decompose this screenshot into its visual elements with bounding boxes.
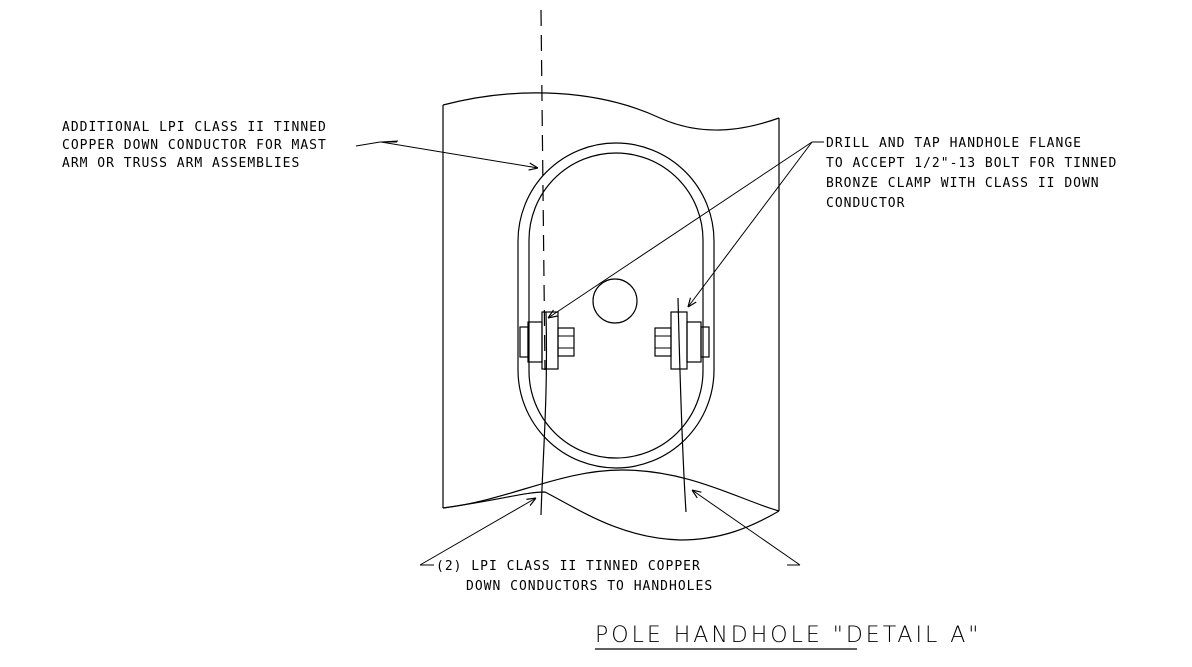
callout-drill-and-tap: DRILL AND TAP HANDHOLE FLANGE TO ACCEPT … [826, 136, 1117, 211]
leader-drill-left [548, 141, 813, 318]
callout-line: (2) LPI CLASS II TINNED COPPER [436, 559, 701, 574]
leader-top-left-tick [355, 141, 397, 147]
right-down-conductor [677, 297, 687, 513]
callout-line: DOWN CONDUCTORS TO HANDHOLES [466, 579, 713, 594]
left-nut [557, 327, 575, 357]
right-bolt-head [700, 326, 710, 358]
leader-drill-right [688, 141, 813, 307]
left-clamp-bolt [519, 311, 575, 370]
leader-additional-conductor [380, 141, 538, 168]
center-hole [592, 278, 638, 324]
left-down-conductor [540, 311, 548, 516]
leaders [355, 140, 824, 566]
callout-down-conductors: (2) LPI CLASS II TINNED COPPER DOWN COND… [436, 559, 713, 594]
pole-bottom-upper-cut [442, 469, 780, 512]
handhole-inner [528, 152, 704, 459]
right-washer [686, 321, 702, 363]
callout-line: CONDUCTOR [826, 196, 905, 211]
callout-line: COPPER DOWN CONDUCTOR FOR MAST [62, 138, 327, 153]
pole-bottom-lower-cut [442, 491, 780, 541]
callout-line: DRILL AND TAP HANDHOLE FLANGE [826, 136, 1082, 151]
right-nut [654, 327, 672, 357]
right-clamp-bolt [654, 311, 710, 370]
callout-line: ARM OR TRUSS ARM ASSEMBLIES [62, 156, 300, 171]
pole-top-cut [442, 92, 780, 131]
drawing-title: POLE HANDHOLE "DETAIL A" [595, 623, 981, 648]
pole-section [442, 92, 780, 541]
handhole-frame [517, 142, 715, 469]
left-washer [527, 321, 543, 363]
left-bolt-head [519, 326, 529, 358]
handhole-outer [517, 142, 715, 469]
callout-additional-conductor: ADDITIONAL LPI CLASS II TINNED COPPER DO… [62, 120, 327, 171]
callout-line: BRONZE CLAMP WITH CLASS II DOWN [826, 176, 1100, 191]
leader-down-left [419, 498, 536, 566]
callout-line: TO ACCEPT 1/2"-13 BOLT FOR TINNED [826, 156, 1117, 171]
leader-down-right [692, 490, 801, 566]
callout-line: ADDITIONAL LPI CLASS II TINNED [62, 120, 327, 135]
additional-conductor-dashed [540, 9, 546, 371]
